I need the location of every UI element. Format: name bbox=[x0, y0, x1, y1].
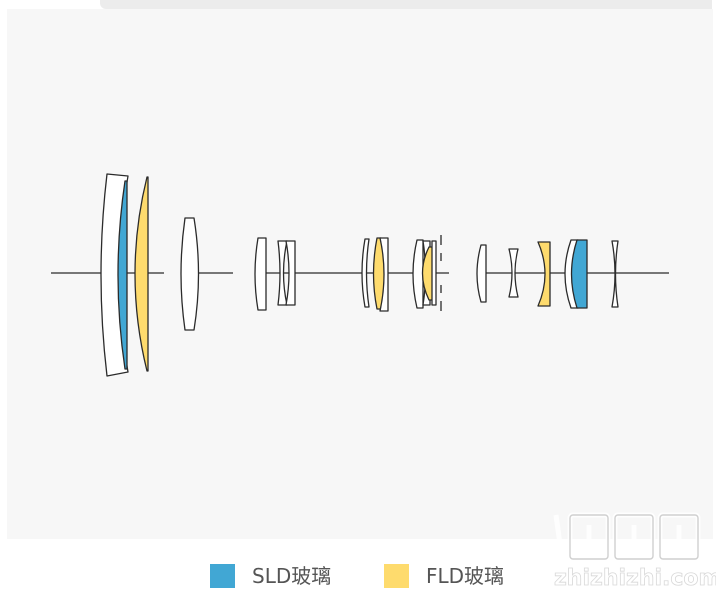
lens-element-15 bbox=[476, 244, 487, 303]
lens-element-3-fld bbox=[134, 176, 149, 372]
top-tab bbox=[100, 0, 712, 9]
legend: SLD玻璃 FLD玻璃 bbox=[0, 555, 720, 599]
lens-element-17-fld bbox=[537, 241, 551, 307]
lens-element-4 bbox=[180, 217, 200, 331]
lens-element-19-sld bbox=[570, 239, 588, 309]
lens-element-14 bbox=[431, 240, 437, 306]
watermark: zhizhizhi.com bbox=[546, 500, 716, 596]
lens-diagram-panel bbox=[7, 9, 713, 539]
lens-element-8 bbox=[361, 238, 370, 308]
watermark-domain: zhizhizhi.com bbox=[554, 566, 716, 591]
lens-element-16 bbox=[508, 248, 519, 298]
lens-element-11 bbox=[412, 239, 424, 309]
lens-element-7 bbox=[285, 240, 296, 306]
legend-label-fld: FLD玻璃 bbox=[426, 564, 505, 588]
lens-element-20 bbox=[611, 240, 619, 308]
legend-label-sld: SLD玻璃 bbox=[252, 564, 332, 588]
watermark-logo: zhizhizhi.com bbox=[553, 512, 716, 591]
lens-element-5 bbox=[254, 237, 267, 311]
lens-element-10 bbox=[379, 237, 389, 312]
lens-element-2-sld bbox=[117, 180, 128, 370]
lens-elements-diagram bbox=[51, 173, 669, 377]
sld-color-swatch bbox=[210, 564, 235, 588]
fld-color-swatch bbox=[384, 564, 409, 588]
